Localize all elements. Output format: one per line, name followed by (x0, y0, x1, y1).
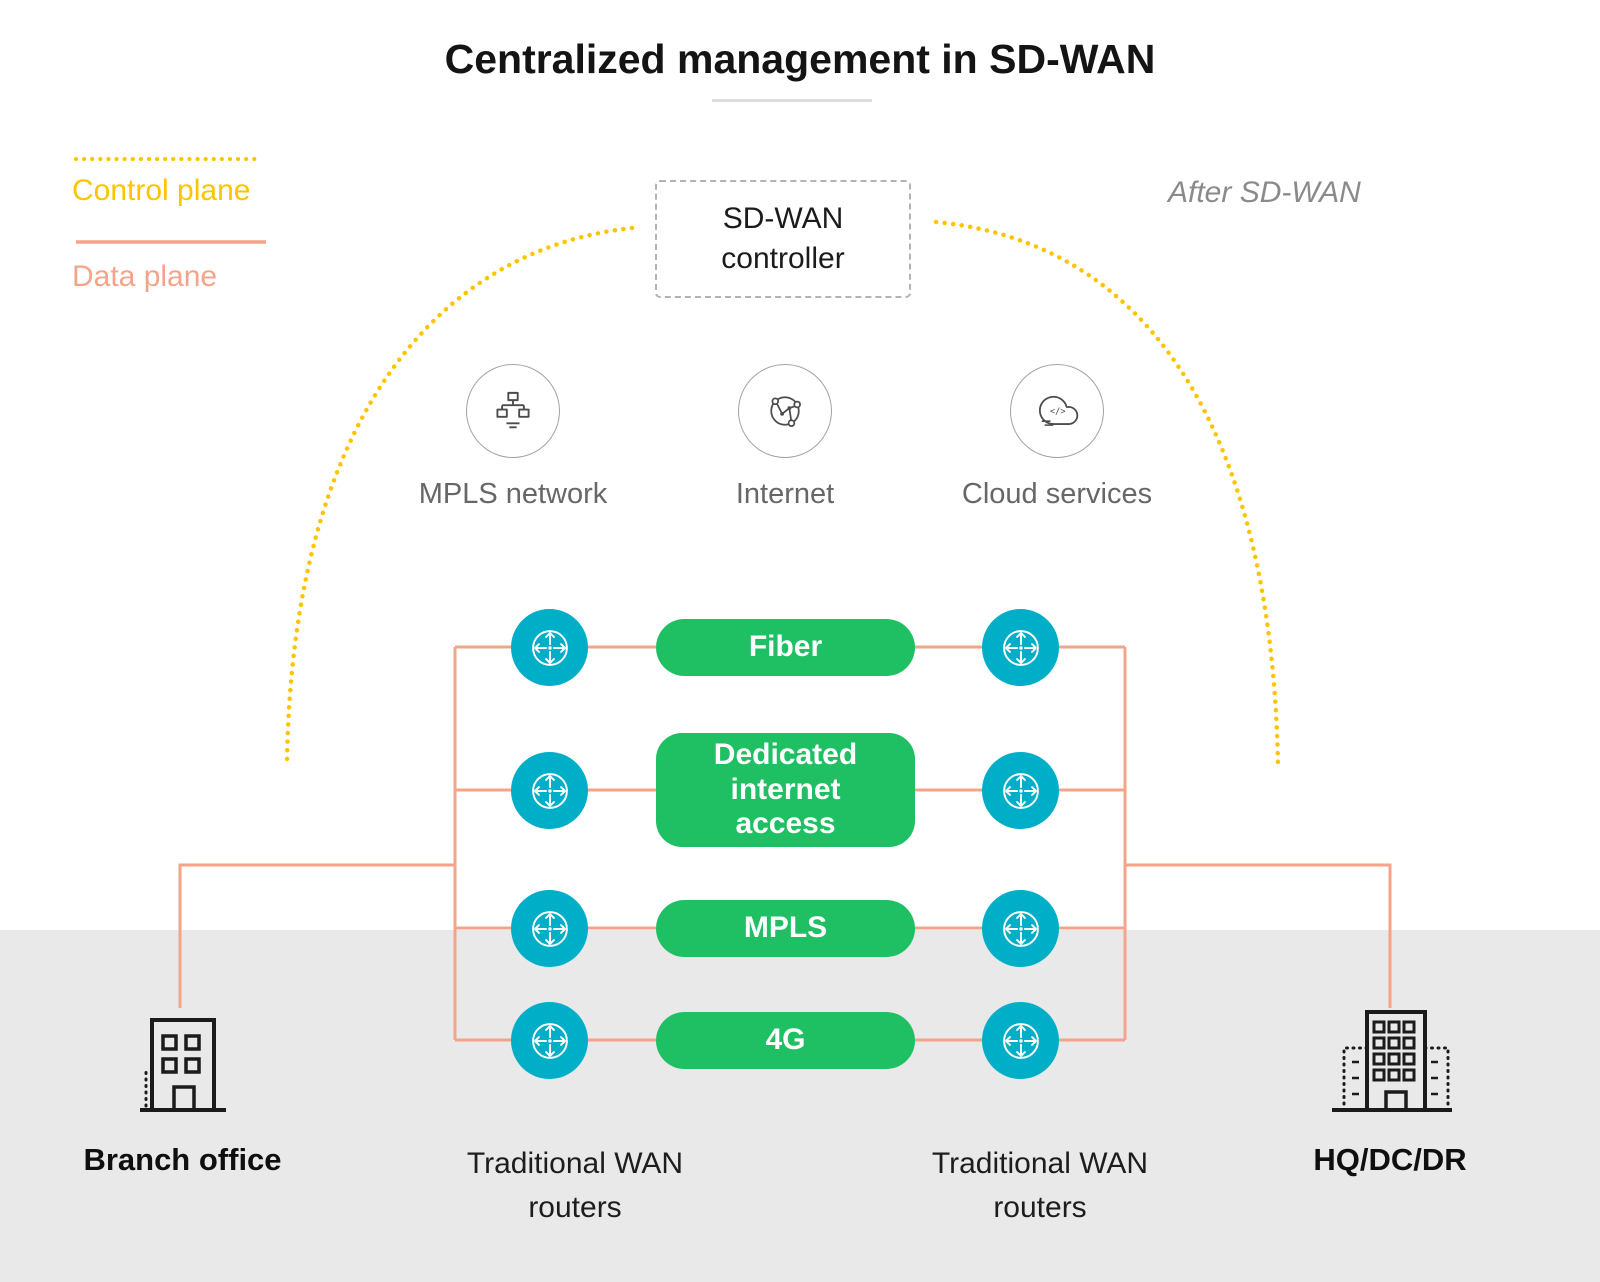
building-branch-icon (122, 1012, 242, 1121)
traditional-wan-routers-left-label: Traditional WAN routers (466, 1147, 684, 1224)
router-icon (511, 609, 588, 686)
link-dedicated-internet-access: Dedicated internet access (656, 733, 915, 847)
page-title: Centralized management in SD-WAN (444, 36, 1156, 82)
traditional-wan-routers-right-label: Traditional WAN routers (931, 1147, 1149, 1224)
control-plane-arc-left (284, 225, 635, 765)
link-4g: 4G (656, 1012, 915, 1069)
link-mpls: MPLS (656, 900, 915, 957)
router-icon (511, 752, 588, 829)
legend-control-plane-label: Control plane (72, 174, 251, 207)
building-hq-icon (1312, 1006, 1468, 1121)
bottom-band (0, 930, 1600, 1282)
sdwan-controller-box: SD-WAN controller (655, 180, 911, 298)
service-label: Cloud services (961, 478, 1153, 510)
router-icon (982, 752, 1059, 829)
service-label: MPLS network (418, 478, 608, 510)
after-sdwan-label: After SD-WAN (1168, 176, 1361, 209)
link-fiber: Fiber (656, 619, 915, 676)
control-plane-arc-right (933, 219, 1281, 769)
router-icon (982, 1002, 1059, 1079)
service-mpls-network: MPLS network (413, 364, 613, 515)
hq-dc-dr-label: HQ/DC/DR (1313, 1142, 1467, 1177)
router-icon (982, 609, 1059, 686)
service-label: Internet (735, 478, 835, 510)
internet-icon (738, 364, 832, 458)
branch-office-label: Branch office (83, 1142, 282, 1177)
router-icon (982, 890, 1059, 967)
cloud-services-icon (1010, 364, 1104, 458)
legend-data-plane-label: Data plane (72, 260, 218, 293)
service-internet: Internet (685, 364, 885, 515)
service-cloud: Cloud services (957, 364, 1157, 515)
router-icon (511, 1002, 588, 1079)
title-underline (712, 99, 872, 102)
mpls-network-icon (466, 364, 560, 458)
router-icon (511, 890, 588, 967)
